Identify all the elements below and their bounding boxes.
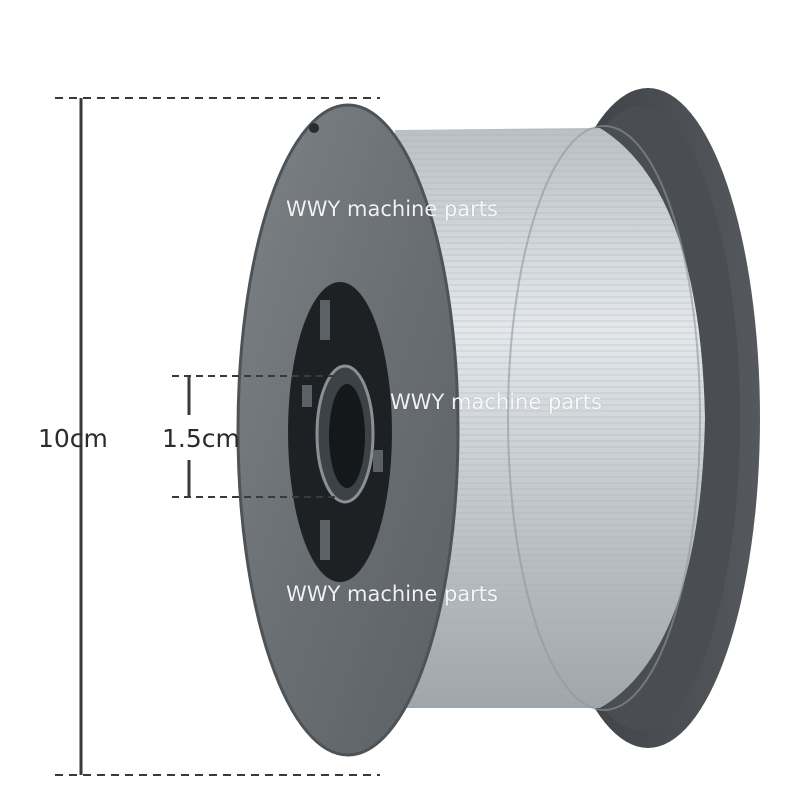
outer-diameter-label: 10cm [38, 424, 108, 453]
flange-hole [309, 123, 319, 133]
watermark-middle: WWY machine parts [390, 390, 602, 414]
watermark-top: WWY machine parts [286, 197, 498, 221]
inner-diameter-label: 1.5cm [162, 424, 240, 453]
inner-dimension-marker [172, 375, 340, 498]
center-hub [288, 282, 392, 582]
watermark-bottom: WWY machine parts [286, 582, 498, 606]
outer-dimension-marker [55, 97, 380, 776]
wire-coil [395, 125, 705, 711]
